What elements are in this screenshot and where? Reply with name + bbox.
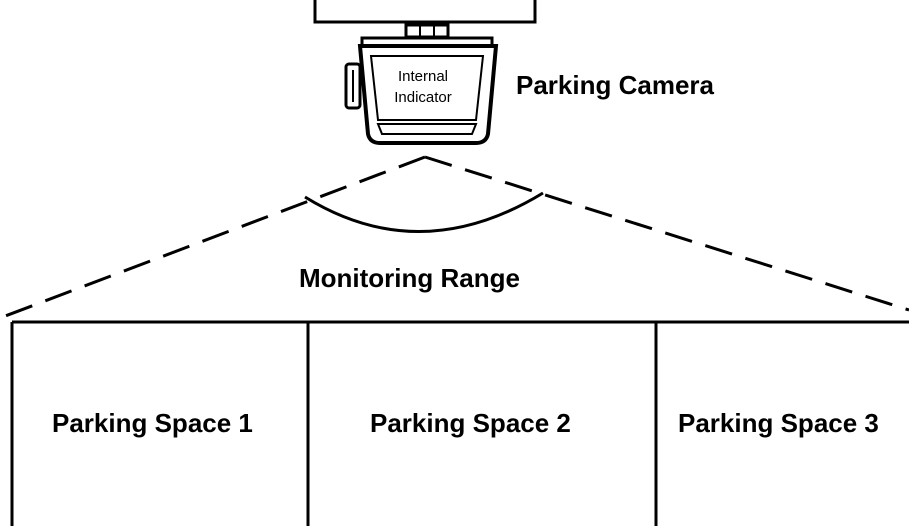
range-right-boundary — [424, 155, 909, 312]
parking-lot-outline — [10, 320, 909, 526]
indicator-line-1: Internal — [397, 68, 449, 85]
range-left-boundary — [0, 155, 426, 320]
monitoring-arc — [304, 191, 544, 233]
parking-space-2-label: Parking Space 2 — [370, 408, 571, 438]
parking-space-3-label: Parking Space 3 — [678, 408, 879, 438]
indicator-line-2: Indicator — [394, 89, 452, 106]
mounting-bracket — [313, 0, 537, 24]
monitoring-range-label: Monitoring Range — [299, 263, 520, 293]
camera-title: Parking Camera — [516, 70, 714, 100]
camera-icon — [344, 23, 499, 145]
parking-space-1-label: Parking Space 1 — [52, 408, 253, 438]
internal-indicator-label: Internal Indicator — [373, 66, 473, 108]
